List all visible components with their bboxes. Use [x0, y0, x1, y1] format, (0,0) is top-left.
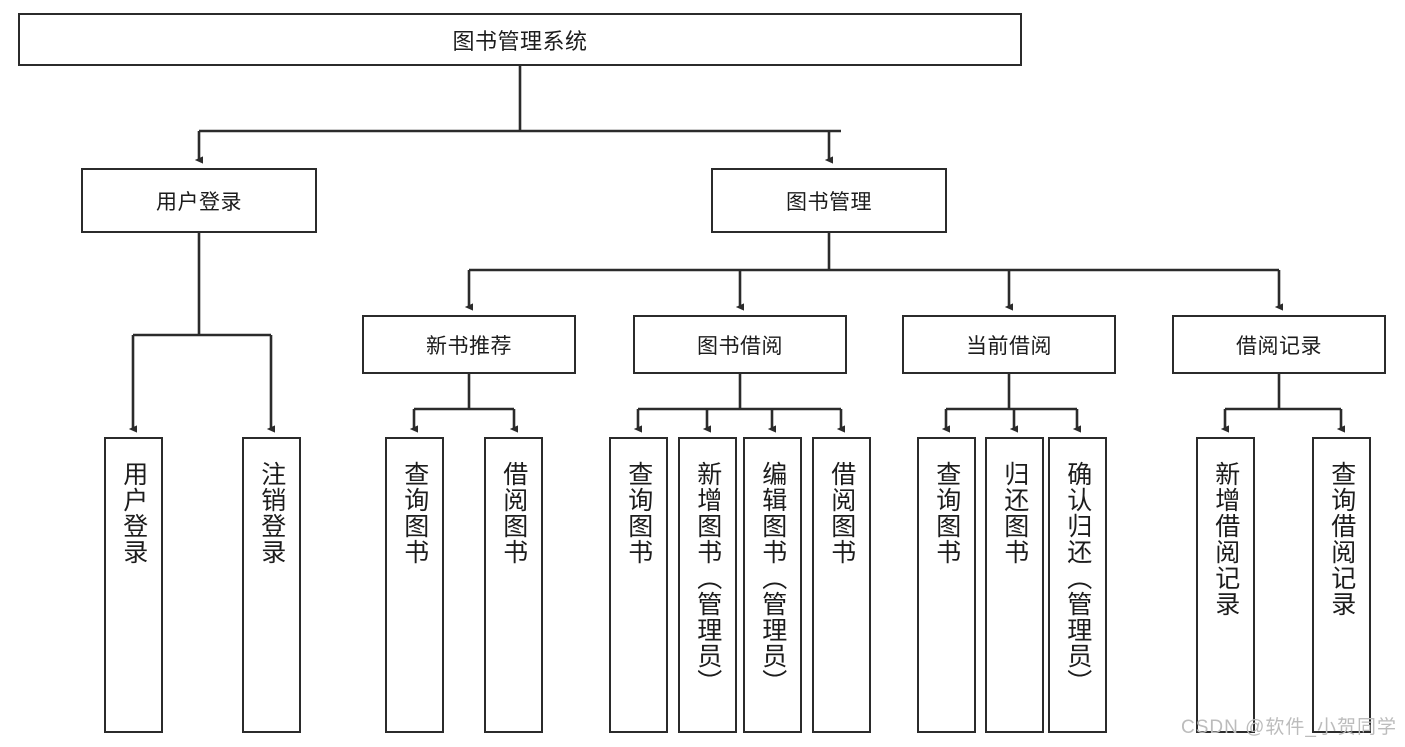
- node-label: 用户登录: [119, 461, 148, 565]
- watermark-text: CSDN @软件_小贺同学: [1181, 717, 1397, 738]
- node-label: 图书管理系统: [452, 28, 588, 54]
- node-leaf-add-book[interactable]: 新增图书（管理员）: [678, 437, 737, 733]
- node-leaf-add-record[interactable]: 新增借阅记录: [1196, 437, 1255, 733]
- node-label: 查询图书: [400, 461, 429, 565]
- node-current-borrow[interactable]: 当前借阅: [902, 315, 1116, 374]
- node-label: 注销登录: [257, 461, 286, 565]
- node-leaf-logout-login[interactable]: 注销登录: [242, 437, 301, 733]
- node-label: 新增图书（管理员）: [693, 461, 722, 695]
- node-leaf-confirm-return[interactable]: 确认归还（管理员）: [1048, 437, 1107, 733]
- node-leaf-query-book-2[interactable]: 查询图书: [609, 437, 668, 733]
- node-label: 图书管理: [786, 190, 872, 214]
- node-label: 借阅记录: [1236, 334, 1322, 358]
- node-book-manage[interactable]: 图书管理: [711, 168, 947, 233]
- node-label: 当前借阅: [966, 334, 1052, 358]
- node-leaf-user-login[interactable]: 用户登录: [104, 437, 163, 733]
- node-leaf-query-book-1[interactable]: 查询图书: [385, 437, 444, 733]
- node-label: 借阅图书: [499, 461, 528, 565]
- node-label: 归还图书: [1000, 461, 1029, 565]
- node-leaf-borrow-book-2[interactable]: 借阅图书: [812, 437, 871, 733]
- node-new-book-recommend[interactable]: 新书推荐: [362, 315, 576, 374]
- node-label: 借阅图书: [827, 461, 856, 565]
- node-label: 查询借阅记录: [1327, 461, 1356, 617]
- node-label: 编辑图书（管理员）: [758, 461, 787, 695]
- node-label: 确认归还（管理员）: [1063, 461, 1092, 695]
- node-root-system[interactable]: 图书管理系统: [18, 13, 1022, 66]
- node-borrow-record[interactable]: 借阅记录: [1172, 315, 1386, 374]
- node-leaf-edit-book[interactable]: 编辑图书（管理员）: [743, 437, 802, 733]
- node-leaf-return-book[interactable]: 归还图书: [985, 437, 1044, 733]
- node-label: 新书推荐: [426, 334, 512, 358]
- node-label: 新增借阅记录: [1211, 461, 1240, 617]
- node-label: 图书借阅: [697, 334, 783, 358]
- node-user-login[interactable]: 用户登录: [81, 168, 317, 233]
- node-leaf-query-record[interactable]: 查询借阅记录: [1312, 437, 1371, 733]
- node-label: 查询图书: [932, 461, 961, 565]
- node-label: 查询图书: [624, 461, 653, 565]
- node-leaf-query-book-3[interactable]: 查询图书: [917, 437, 976, 733]
- node-label: 用户登录: [156, 190, 242, 214]
- node-leaf-borrow-book-1[interactable]: 借阅图书: [484, 437, 543, 733]
- node-book-borrow[interactable]: 图书借阅: [633, 315, 847, 374]
